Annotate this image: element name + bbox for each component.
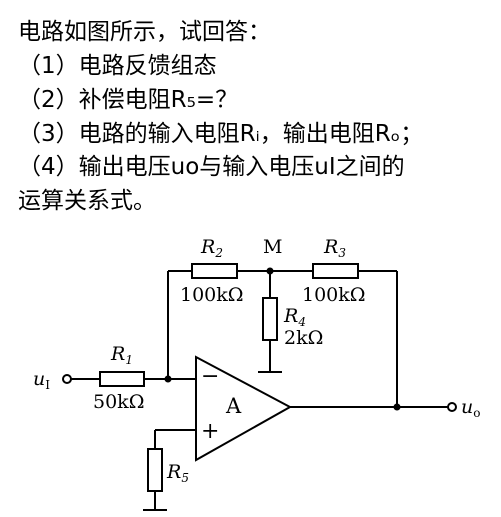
- inverting-junction-dot: [164, 375, 172, 383]
- question-item-1: （1）电路反馈组态: [18, 53, 217, 79]
- r1-label: R1: [110, 343, 133, 367]
- question-item-4-continued: 运算关系式。: [18, 188, 156, 214]
- output-junction-dot: [393, 403, 401, 411]
- opamp-label: A: [225, 394, 242, 418]
- question-item-2: （2）补偿电阻R₅=？: [18, 87, 239, 113]
- r3-label: R3: [323, 236, 346, 260]
- r5-resistor: [147, 448, 163, 492]
- r3-resistor: [312, 263, 359, 279]
- r2-label: R2: [200, 236, 223, 260]
- r2-value: 100kΩ: [180, 284, 244, 306]
- output-terminal: [447, 402, 457, 412]
- r2-resistor: [191, 263, 238, 279]
- question-item-4: （4）输出电压uo与输入电压uI之间的: [18, 154, 405, 180]
- noninverting-sign: +: [201, 419, 219, 444]
- question-intro: 电路如图所示，试回答：: [18, 19, 271, 45]
- node-m-label: M: [263, 236, 282, 258]
- r4-label: R4: [283, 305, 306, 329]
- output-voltage-label: uo: [461, 396, 480, 420]
- input-voltage-label: uI: [33, 368, 50, 392]
- node-m-dot: [266, 267, 274, 275]
- r5-label: R5: [166, 461, 189, 485]
- r4-value: 2kΩ: [284, 327, 323, 349]
- r1-resistor: [99, 371, 145, 387]
- inverting-sign: −: [201, 364, 219, 389]
- question-item-3: （3）电路的输入电阻Rᵢ，输出电阻Rₒ；: [18, 121, 424, 147]
- r3-value: 100kΩ: [302, 284, 366, 306]
- r4-resistor: [262, 297, 278, 341]
- input-terminal: [62, 374, 72, 384]
- r1-value: 50kΩ: [93, 391, 144, 413]
- opamp-symbol: [195, 355, 293, 462]
